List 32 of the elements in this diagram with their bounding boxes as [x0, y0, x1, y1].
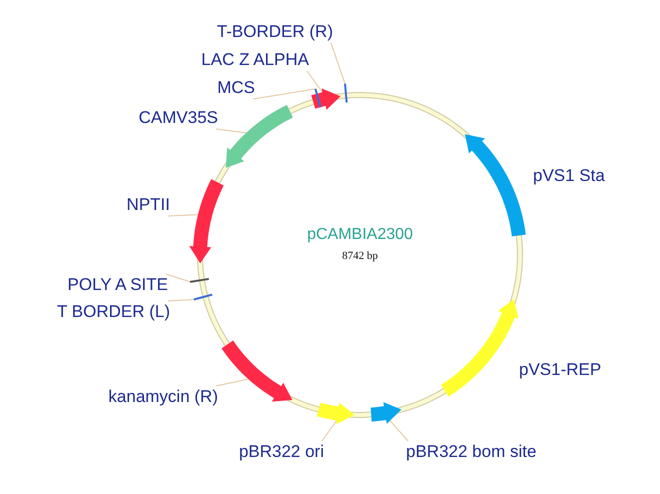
leader-line [166, 274, 191, 282]
feature-label: CAMV35S [138, 107, 218, 129]
feature-label: pBR322 bom site [406, 441, 536, 463]
feature-label: POLY A SITE [68, 274, 168, 296]
leader-line [330, 42, 346, 84]
leader-line [388, 418, 408, 442]
feature-label: pBR322 ori [238, 441, 324, 463]
gene-segment [311, 88, 340, 110]
leader-line [168, 299, 194, 302]
leader-line [168, 214, 198, 216]
feature-label: LAC Z ALPHA [201, 49, 309, 71]
leader-line [216, 378, 249, 386]
plasmid-size: 8742 bp [342, 250, 378, 262]
site-marker [344, 84, 348, 103]
leader-line [306, 70, 323, 93]
gene-segment [189, 179, 224, 264]
site-marker [190, 278, 210, 283]
gene-segment [464, 134, 526, 236]
leader-line [216, 128, 247, 134]
site-marker [194, 294, 212, 300]
feature-label: MCS [217, 77, 255, 99]
feature-label: T BORDER (L) [56, 301, 170, 323]
plasmid-name: pCAMBIA2300 [307, 226, 413, 244]
leader-line [322, 420, 338, 442]
feature-label: T-BORDER (R) [216, 21, 333, 43]
gene-segment [316, 402, 354, 424]
feature-label: pVS1-REP [519, 359, 602, 381]
feature-label: pVS1 Sta [533, 165, 605, 187]
gene-segment [370, 402, 402, 424]
leader-line [252, 88, 316, 100]
feature-label: NPTII [126, 194, 170, 216]
feature-label: kanamycin (R) [108, 386, 218, 408]
